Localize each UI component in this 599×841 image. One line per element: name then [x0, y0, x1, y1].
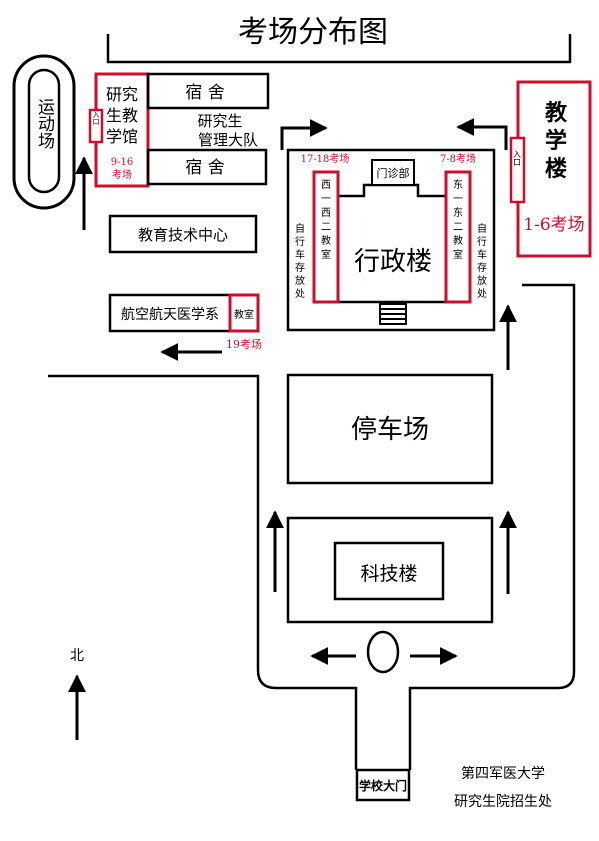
- east-cls-1: 一: [453, 194, 463, 205]
- school-gate-label: 学校大门: [359, 778, 407, 793]
- bike-right-4: 放: [477, 274, 487, 287]
- edu-tech-center[interactable]: 教育技术中心: [108, 214, 258, 254]
- west-cls-5: 室: [321, 248, 331, 261]
- sports-field[interactable]: 运动场: [12, 54, 76, 210]
- bike-left-5: 处: [295, 288, 305, 300]
- west-cls-0: 西: [321, 180, 331, 191]
- bike-right-3: 存: [477, 261, 487, 274]
- clinic-label: 门诊部: [377, 166, 410, 180]
- aerospace-dept[interactable]: 航空航天医学系: [108, 293, 232, 333]
- tech-block[interactable]: 科技楼: [286, 516, 494, 624]
- bike-left-3: 存: [295, 261, 305, 274]
- east-cls-5: 室: [453, 248, 463, 261]
- grad-teaching-building[interactable]: 研究 生教 学馆 9-16 考场: [94, 72, 150, 188]
- teaching-exam-label: 1-6考场: [523, 215, 584, 235]
- admin-building-label: 行政楼: [354, 247, 432, 277]
- teaching-line-3: 楼: [545, 157, 567, 182]
- west-classroom[interactable]: 西 一 西 二 教 室: [312, 170, 340, 304]
- road-network: [48, 283, 576, 770]
- arrow-bent-right: [456, 118, 508, 150]
- parking-label: 停车场: [351, 415, 429, 445]
- teaching-line-2: 学: [545, 128, 567, 154]
- credit-line-1: 第四军医大学: [461, 765, 545, 782]
- bike-left-2: 车: [295, 248, 305, 261]
- dorm-top[interactable]: 宿 舍: [146, 72, 270, 110]
- credit-line-2: 研究生院招生处: [454, 794, 552, 810]
- admin-steps: [379, 303, 407, 325]
- bike-left-4: 放: [295, 274, 305, 287]
- tech-building-label: 科技楼: [360, 563, 417, 585]
- grad-building-line-1: 研究: [106, 85, 138, 104]
- grad-building-exam-1: 9-16: [111, 157, 133, 168]
- classroom-19[interactable]: 教室: [228, 293, 260, 333]
- teaching-line-1: 教: [545, 100, 568, 126]
- grad-building-entrance[interactable]: 入口: [88, 108, 104, 144]
- aerospace-dept-label: 航空航天医学系: [121, 307, 219, 323]
- exam-19-label: 19考场: [226, 337, 262, 351]
- west-exam-label: 17-18考场: [301, 152, 350, 165]
- classroom-19-label: 教室: [234, 308, 254, 321]
- north-label: 北: [70, 648, 84, 664]
- title-bracket: [106, 34, 572, 64]
- east-cls-2: 东: [453, 206, 463, 219]
- grad-building-exam-2: 考场: [112, 168, 132, 181]
- east-cls-4: 教: [453, 234, 463, 247]
- west-cls-1: 一: [321, 194, 331, 205]
- roundabout: [366, 630, 400, 674]
- admin-building-outline: [336, 183, 448, 304]
- east-cls-3: 二: [453, 222, 463, 233]
- tech-building[interactable]: [333, 541, 445, 601]
- bike-left-1: 行: [295, 235, 305, 248]
- bike-right-1: 行: [477, 235, 487, 248]
- teaching-building[interactable]: 教 学 楼 1-6考场: [516, 80, 592, 258]
- west-cls-2: 西: [321, 208, 331, 219]
- parking-lot[interactable]: 停车场: [286, 373, 494, 485]
- bike-right-5: 处: [477, 288, 487, 300]
- bike-parking-left: 自 行 车 存 放 处: [295, 222, 305, 300]
- map-title: 考场分布图: [238, 15, 388, 50]
- grad-building-line-2: 生教: [106, 106, 138, 125]
- dorm-bottom-label: 宿 舍: [185, 158, 224, 178]
- west-cls-4: 教: [321, 234, 331, 247]
- clinic[interactable]: 门诊部: [371, 159, 415, 186]
- east-cls-0: 东: [453, 178, 463, 191]
- teaching-entrance-label: 入口: [513, 150, 522, 166]
- edu-tech-center-label: 教育技术中心: [138, 226, 228, 244]
- grad-brigade-line-1: 研究生: [197, 112, 242, 130]
- grad-building-line-3: 学馆: [106, 127, 138, 146]
- admin-compound[interactable]: 17-18考场 7-8考场 行政楼 门诊部 西 一 西 二 教 室: [286, 148, 496, 332]
- east-classroom[interactable]: 东 一 东 二 教 室: [444, 170, 472, 304]
- dorm-bottom[interactable]: 宿 舍: [146, 148, 268, 186]
- grad-entrance-label: 入口: [92, 111, 100, 125]
- teaching-entrance[interactable]: 入口: [509, 136, 526, 204]
- school-gate[interactable]: 学校大门: [355, 768, 411, 802]
- bike-parking-right: 自 行 车 存 放 处: [477, 222, 487, 300]
- east-exam-label: 7-8考场: [440, 152, 476, 165]
- bike-right-2: 车: [477, 248, 487, 261]
- west-cls-3: 二: [321, 222, 331, 233]
- grad-brigade-line-2: 管理大队: [198, 131, 258, 149]
- bike-right-0: 自: [477, 222, 487, 235]
- bike-left-0: 自: [295, 222, 305, 235]
- sports-field-label: 运动场: [34, 98, 55, 150]
- dorm-top-label: 宿 舍: [185, 83, 224, 103]
- arrow-bent-left: [280, 119, 328, 150]
